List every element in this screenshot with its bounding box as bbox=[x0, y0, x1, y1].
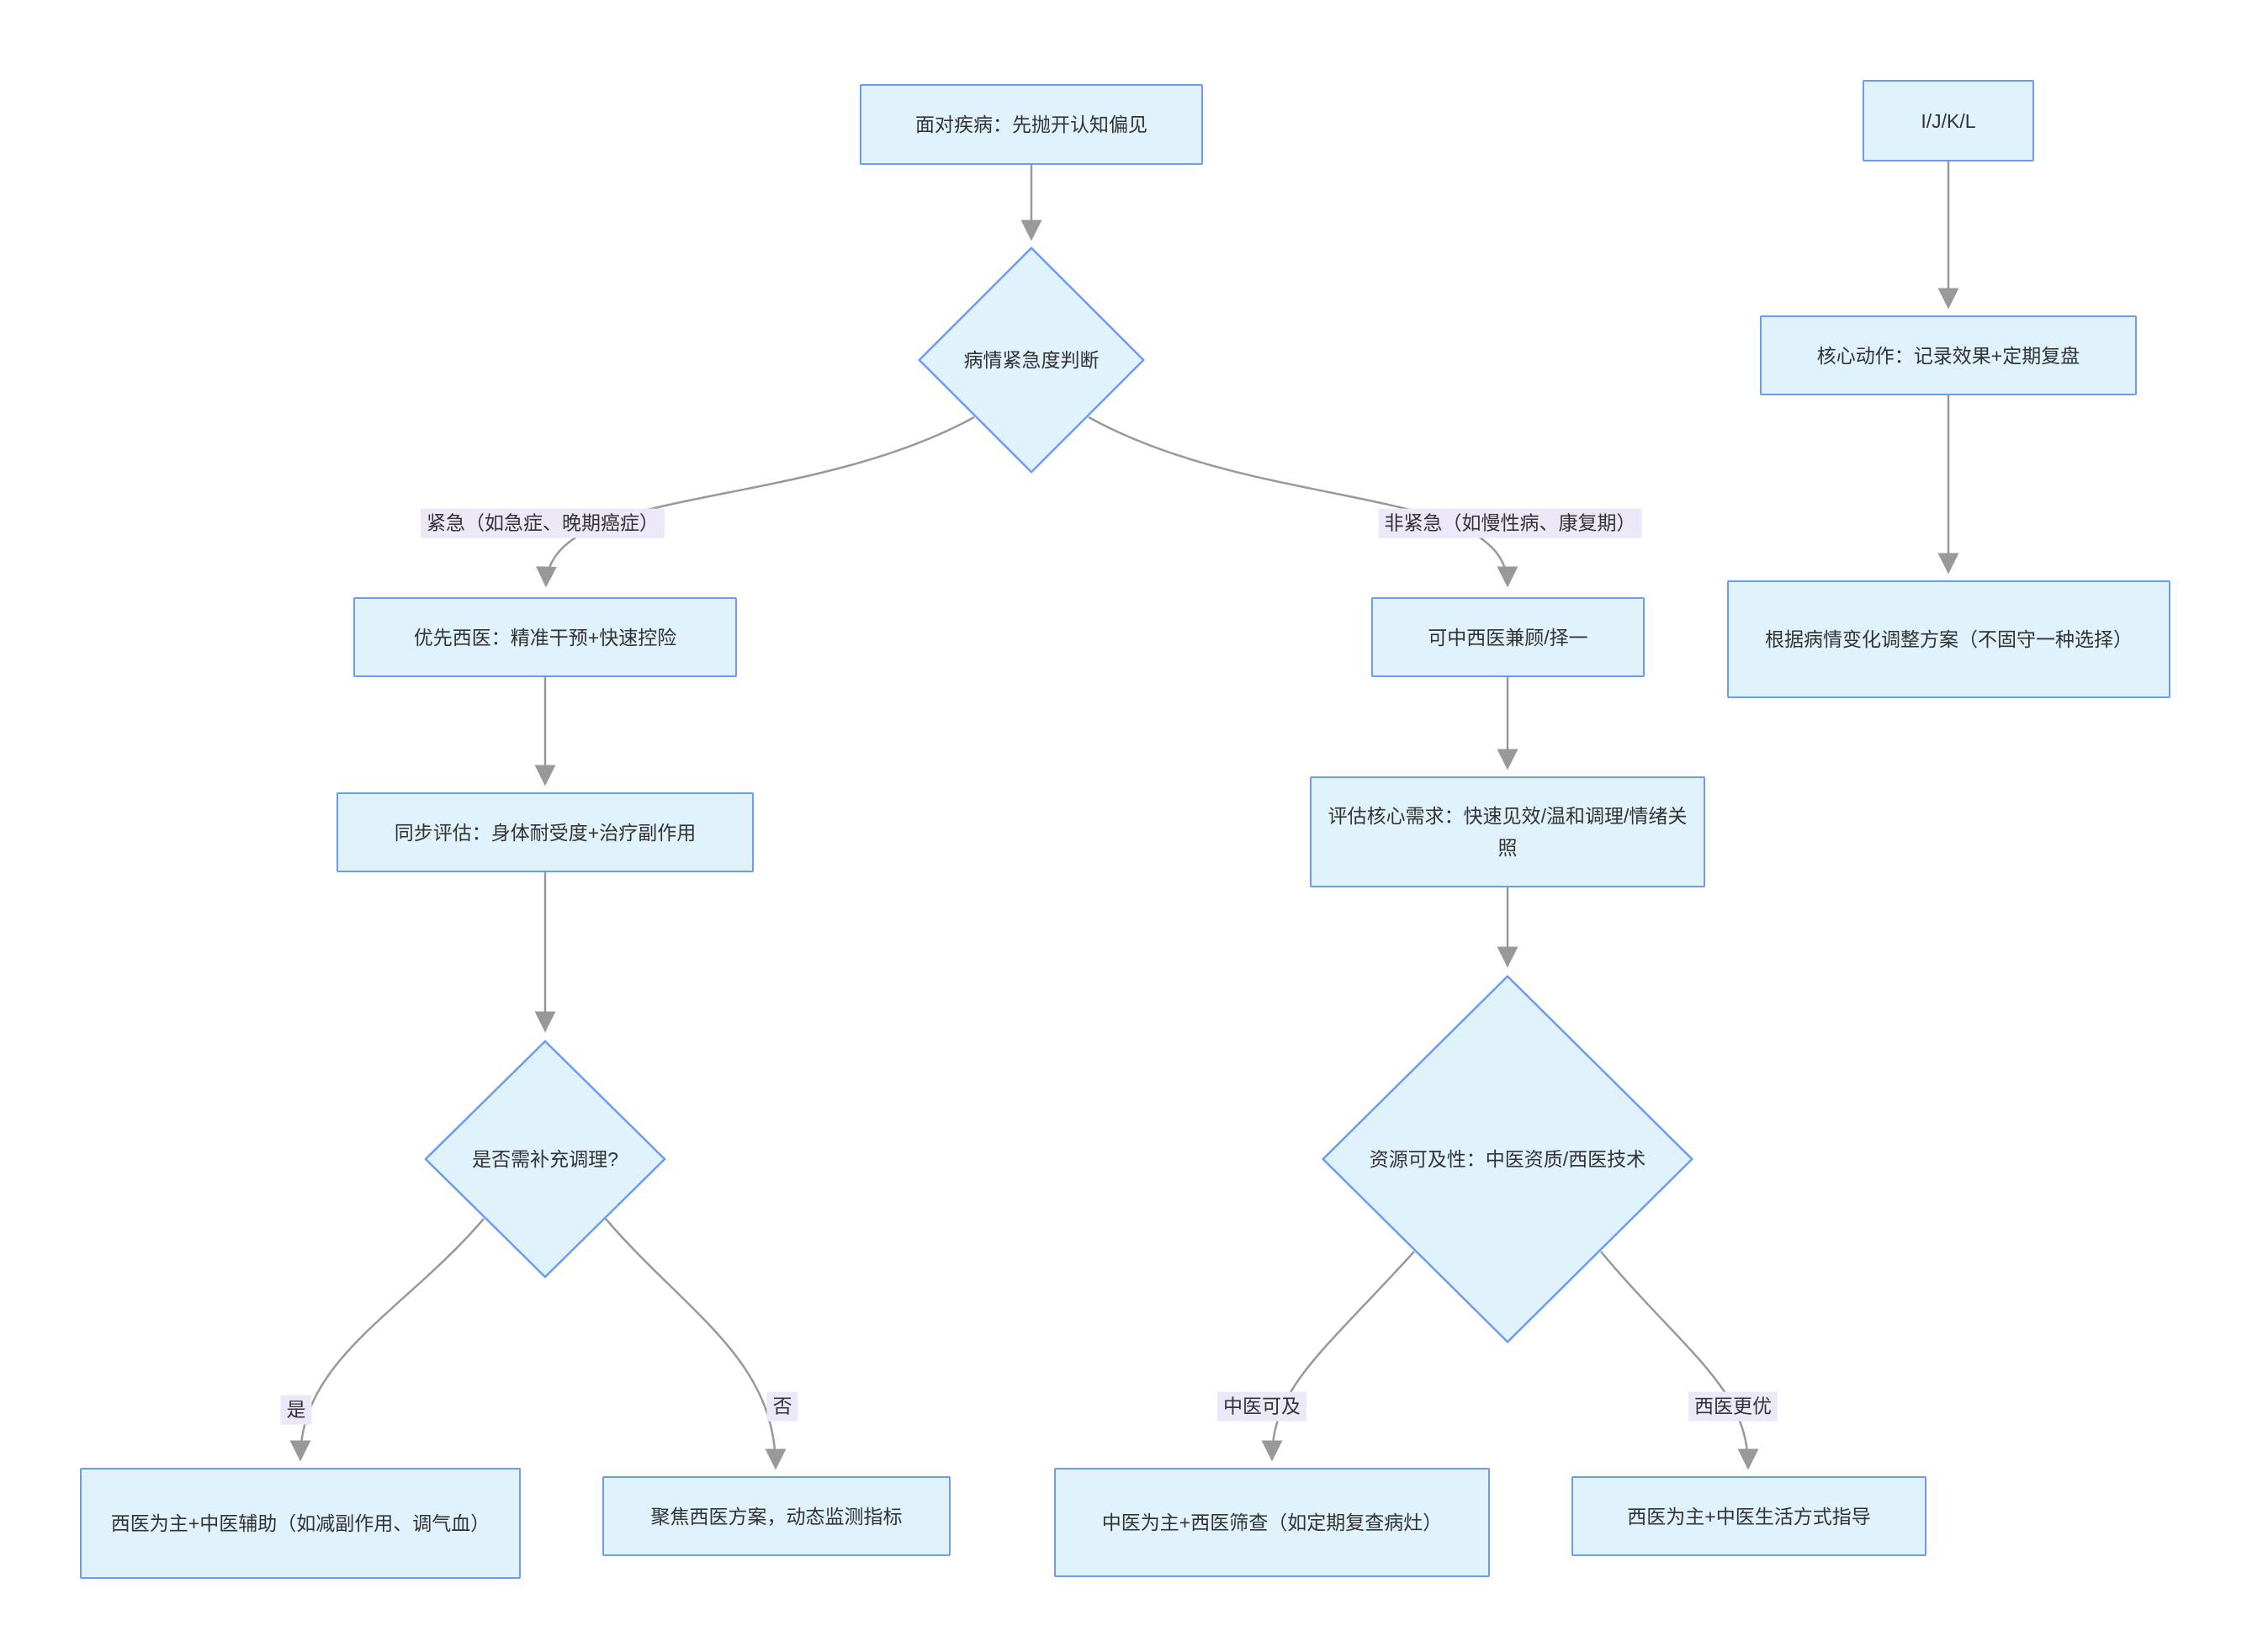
decision-resource-availability: 资源可及性：中医资质/西医技术 bbox=[1321, 974, 1694, 1344]
decision-need-tonic-label: 是否需补充调理? bbox=[472, 1148, 618, 1170]
node-ijkl: I/J/K/L bbox=[1863, 80, 2034, 161]
node-western-primary-tcm-assist: 西医为主+中医辅助（如减副作用、调气血） bbox=[80, 1468, 521, 1579]
decision-urgency: 病情紧急度判断 bbox=[917, 246, 1146, 474]
node-sync-assessment: 同步评估：身体耐受度+治疗副作用 bbox=[337, 792, 754, 872]
edge-label-urgent: 紧急（如急症、晚期癌症） bbox=[421, 508, 665, 538]
edge-j-k bbox=[1261, 1251, 1415, 1462]
node-focus-western: 聚焦西医方案，动态监测指标 bbox=[602, 1476, 951, 1556]
node-core-action: 核心动作：记录效果+定期复盘 bbox=[1760, 315, 2137, 395]
decision-need-tonic: 是否需补充调理? bbox=[423, 1039, 667, 1279]
node-prefer-western: 优先西医：精准干预+快速控险 bbox=[353, 597, 737, 677]
edge-label-no: 否 bbox=[766, 1391, 798, 1422]
node-face-disease: 面对疾病：先抛开认知偏见 bbox=[860, 84, 1203, 165]
edge-label-tcm-available: 中医可及 bbox=[1217, 1391, 1306, 1422]
edge-label-yes: 是 bbox=[280, 1395, 312, 1425]
edge-e-g bbox=[605, 1218, 787, 1470]
node-tcm-primary-western-screening: 中医为主+西医筛查（如定期复查病灶） bbox=[1054, 1468, 1490, 1577]
edge-b-h bbox=[1088, 416, 1518, 588]
node-both-or-either: 可中西医兼顾/择一 bbox=[1371, 597, 1645, 677]
node-assess-core-needs: 评估核心需求：快速见效/温和调理/情绪关照 bbox=[1310, 776, 1705, 887]
edge-label-non-urgent: 非紧急（如慢性病、康复期） bbox=[1378, 508, 1642, 538]
node-western-primary-tcm-lifestyle: 西医为主+中医生活方式指导 bbox=[1571, 1476, 1926, 1556]
edge-j-l bbox=[1600, 1251, 1759, 1470]
decision-urgency-label: 病情紧急度判断 bbox=[963, 349, 1100, 371]
edge-label-western-better: 西医更优 bbox=[1688, 1391, 1778, 1422]
decision-resource-availability-label: 资源可及性：中医资质/西医技术 bbox=[1369, 1148, 1646, 1170]
node-adjust-plan: 根据病情变化调整方案（不固守一种选择） bbox=[1727, 580, 2170, 698]
edge-b-c bbox=[536, 416, 975, 588]
